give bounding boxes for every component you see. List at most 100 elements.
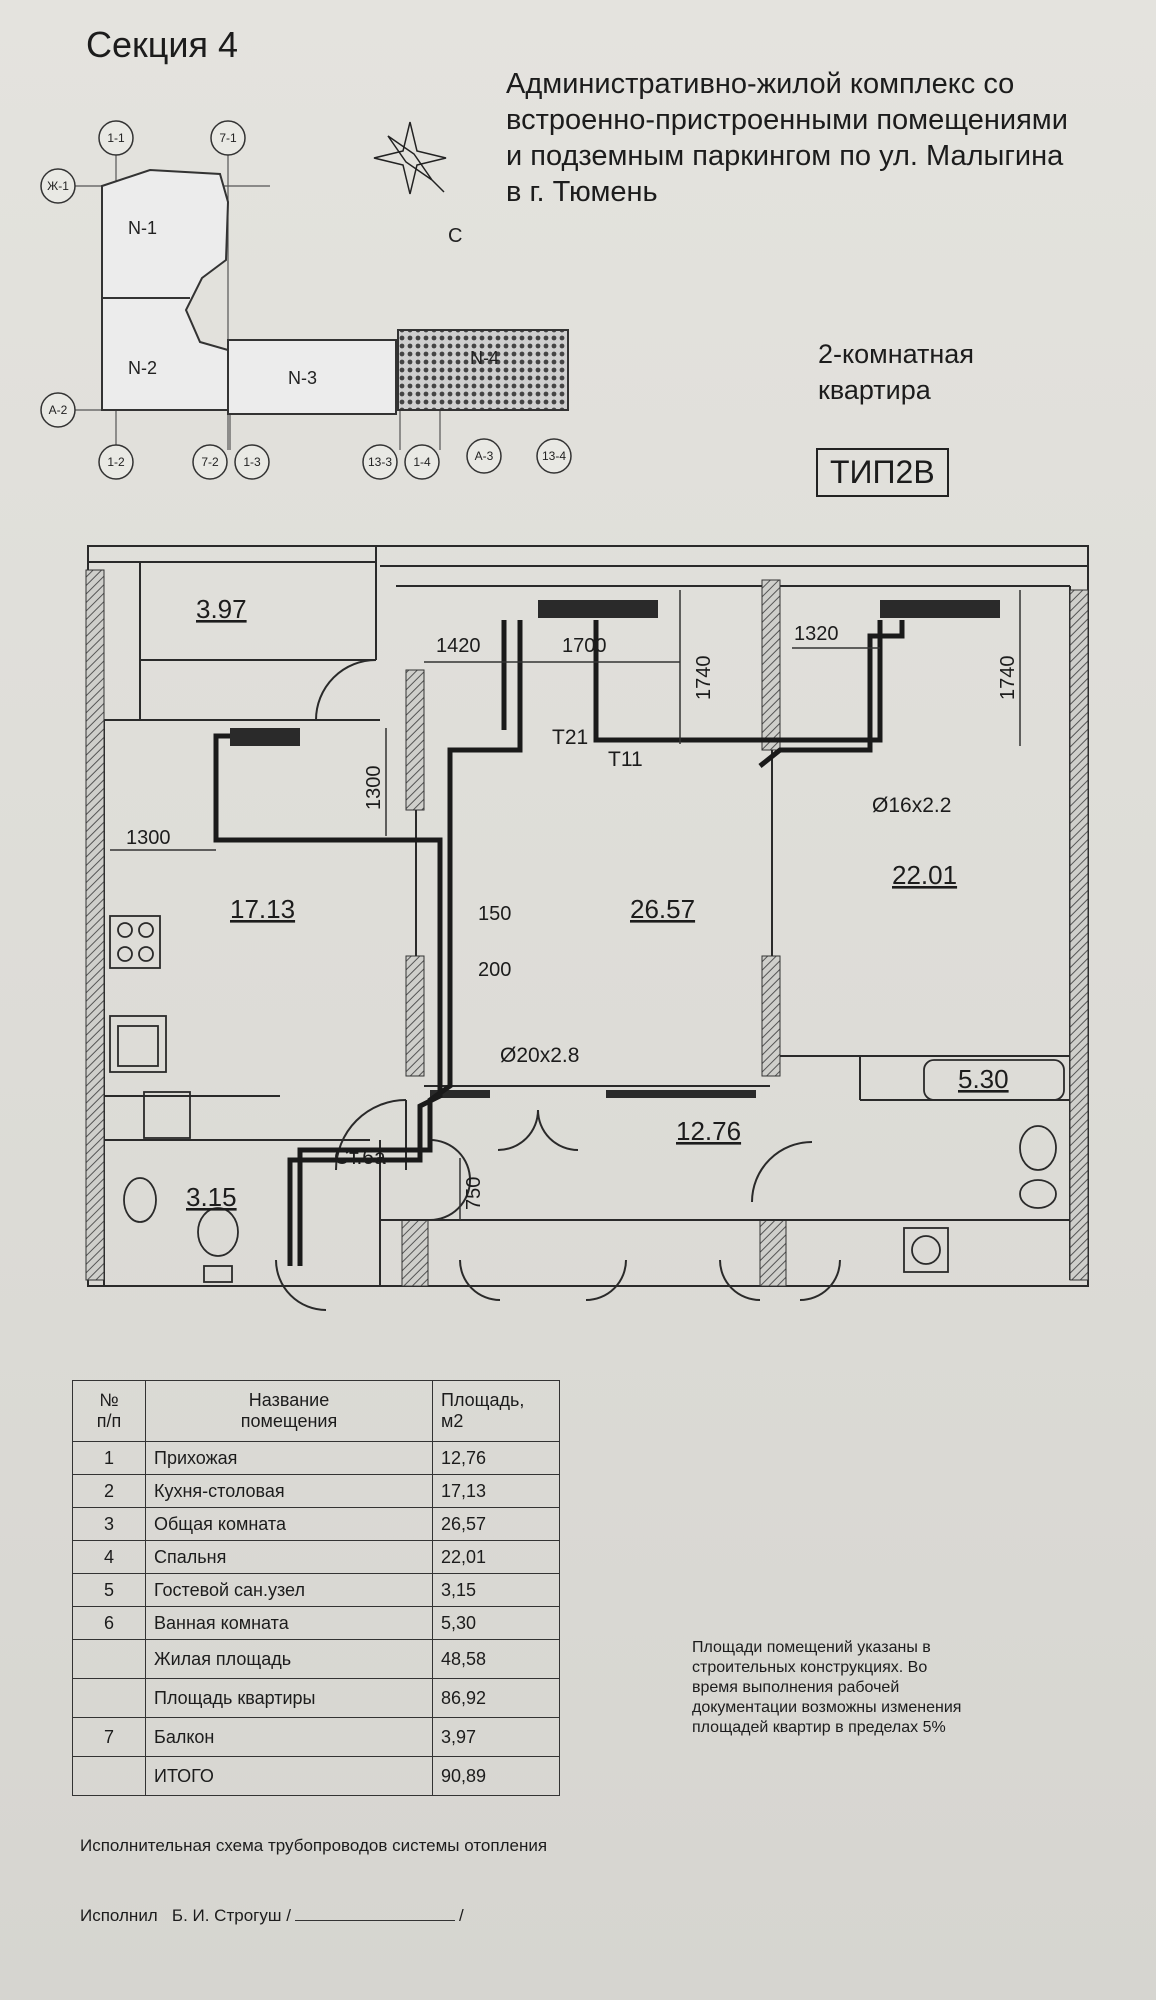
pipe-label: Т11 — [608, 748, 643, 771]
table-row: 4 Спальня 22,01 — [72, 1540, 560, 1574]
area-note-line: документации возможны изменения — [692, 1699, 962, 1716]
table-cell: 3,15 — [432, 1573, 560, 1607]
area-note: Площади помещений указаны в строительных… — [692, 1638, 1064, 1738]
axis-marker-label: 7-1 — [219, 131, 237, 145]
room-area-label: 5.30 — [958, 1064, 1009, 1094]
dimension-label: 1740 — [997, 656, 1019, 701]
table-header-cell: Площадь, м2 — [432, 1380, 560, 1442]
project-title-line: Административно-жилой комплекс со — [506, 68, 1015, 100]
pipe-label: Ø16х2.2 — [872, 794, 951, 817]
table-cell: Площадь квартиры — [145, 1678, 433, 1718]
dimension-label: 750 — [463, 1177, 485, 1210]
table-row: ИТОГО 90,89 — [72, 1756, 560, 1796]
key-plan-section-label: N-2 — [128, 358, 157, 378]
pipe-label: Т21 — [552, 726, 588, 749]
axis-marker: 13-4 — [536, 438, 572, 474]
table-row: Жилая площадь 48,58 — [72, 1639, 560, 1679]
dimension-label: 150 — [478, 903, 511, 925]
apartment-type: 2-комнатная квартира — [818, 336, 974, 408]
table-row: 2 Кухня-столовая 17,13 — [72, 1474, 560, 1508]
apartment-type-line: квартира — [818, 375, 931, 405]
table-cell: 48,58 — [432, 1639, 560, 1679]
key-plan: N-1 N-2 N-3 N-4 1-1 7-1 Ж-1 А-2 1-2 7-2 … — [40, 120, 572, 480]
key-plan-section-label: N-3 — [288, 368, 317, 388]
table-row: 1 Прихожая 12,76 — [72, 1441, 560, 1475]
table-cell: 17,13 — [432, 1474, 560, 1508]
signature-blank — [294, 1920, 455, 1921]
room-area-label: 12.76 — [676, 1116, 741, 1146]
axis-marker: 7-2 — [192, 444, 228, 480]
area-note-line: площадей квартир в пределах 5% — [692, 1719, 946, 1736]
riser-label: Ст.6а — [334, 1146, 386, 1169]
executed-by-label: Исполнил — [80, 1906, 158, 1925]
pipe-label: Ø20х2.8 — [500, 1044, 579, 1067]
room-area-label: 3.15 — [186, 1182, 237, 1212]
table-cell: 3,97 — [432, 1717, 560, 1757]
project-title-line: встроенно-пристроенными помещениями — [506, 104, 1068, 136]
table-cell: 1 — [72, 1441, 146, 1475]
table-cell — [72, 1678, 146, 1718]
axis-marker-label: А-2 — [49, 403, 68, 417]
axis-marker-label: 1-4 — [413, 455, 431, 469]
project-title: Административно-жилой комплекс со встрое… — [506, 66, 1146, 210]
table-cell: 7 — [72, 1717, 146, 1757]
axis-marker-label: 1-3 — [243, 455, 261, 469]
axis-marker-label: 1-2 — [107, 455, 125, 469]
axis-marker: 1-3 — [234, 444, 270, 480]
table-row: 5 Гостевой сан.узел 3,15 — [72, 1573, 560, 1607]
room-area-label: 3.97 — [196, 594, 247, 624]
table-cell: Гостевой сан.узел — [145, 1573, 433, 1607]
table-cell — [72, 1639, 146, 1679]
axis-marker: А-3 — [466, 438, 502, 474]
axis-marker: А-2 — [40, 392, 76, 428]
table-cell: 5,30 — [432, 1606, 560, 1640]
axis-marker-label: 1-1 — [107, 131, 125, 145]
table-cell: 12,76 — [432, 1441, 560, 1475]
dimension-label: 1420 — [436, 635, 481, 657]
scheme-title: Исполнительная схема трубопроводов систе… — [80, 1836, 548, 1855]
room-area-label: 22.01 — [892, 860, 957, 890]
signature-line: Исполнил Б. И. Строгуш / / — [80, 1906, 464, 1926]
axis-marker: 7-1 — [210, 120, 246, 156]
axis-marker-label: 13-4 — [542, 449, 566, 463]
table-cell: Прихожая — [145, 1441, 433, 1475]
table-cell: 26,57 — [432, 1507, 560, 1541]
table-cell: Кухня-столовая — [145, 1474, 433, 1508]
axis-marker: 13-3 — [362, 444, 398, 480]
axis-marker-label: Ж-1 — [47, 179, 69, 193]
table-cell: 22,01 — [432, 1540, 560, 1574]
table-cell: 2 — [72, 1474, 146, 1508]
table-cell: Общая комната — [145, 1507, 433, 1541]
signature-end: / — [458, 1906, 464, 1925]
north-label: С — [448, 225, 462, 247]
table-cell: ИТОГО — [145, 1756, 433, 1796]
area-note-line: строительных конструкциях. Во — [692, 1659, 928, 1676]
room-area-label: 17.13 — [230, 894, 295, 924]
table-row: 3 Общая комната 26,57 — [72, 1507, 560, 1541]
dimension-label: 1740 — [693, 656, 715, 701]
dimension-label: 1300 — [363, 766, 385, 811]
dimension-label: 1300 — [126, 827, 171, 849]
axis-marker-label: 13-3 — [368, 455, 392, 469]
rooms-table: № п/п Название помещения Площадь, м2 1 П… — [72, 1380, 560, 1796]
area-note-line: время выполнения рабочей — [692, 1679, 900, 1696]
table-cell: 3 — [72, 1507, 146, 1541]
table-cell: 5 — [72, 1573, 146, 1607]
apartment-code-box: ТИП2В — [816, 448, 949, 497]
table-cell: Жилая площадь — [145, 1639, 433, 1679]
key-plan-section-label: N-1 — [128, 218, 157, 238]
table-cell: Ванная комната — [145, 1606, 433, 1640]
table-row: Площадь квартиры 86,92 — [72, 1678, 560, 1718]
table-cell: 90,89 — [432, 1756, 560, 1796]
dimension-label: 200 — [478, 959, 511, 981]
table-header-cell: Название помещения — [145, 1380, 433, 1442]
table-cell: Балкон — [145, 1717, 433, 1757]
table-cell — [72, 1756, 146, 1796]
executor-name: Б. И. Строгуш / — [171, 1906, 291, 1925]
table-row: 6 Ванная комната 5,30 — [72, 1606, 560, 1640]
axis-marker-label: А-3 — [475, 449, 494, 463]
table-cell: 86,92 — [432, 1678, 560, 1718]
table-row: 7 Балкон 3,97 — [72, 1717, 560, 1757]
table-cell: Спальня — [145, 1540, 433, 1574]
